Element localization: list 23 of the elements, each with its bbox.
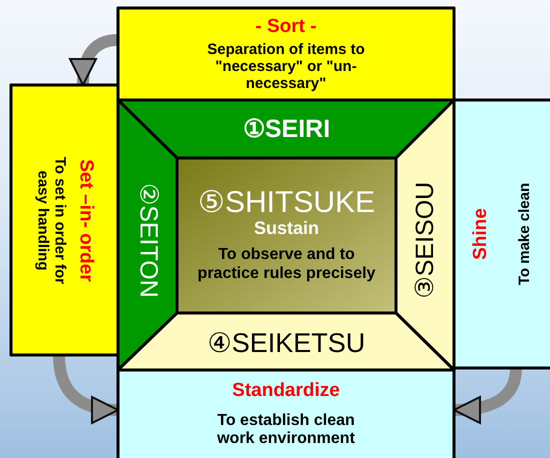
heading: Shine [470, 208, 492, 260]
shitsuke-box [177, 158, 396, 313]
curved-arrow [53, 354, 119, 423]
description: To make clean [516, 182, 534, 286]
standardize-box [118, 370, 454, 458]
heading: ③SEISOU [410, 182, 440, 298]
description: Separation of items to "necessary" or "un-necessary" [206, 40, 366, 92]
shine-box [454, 100, 550, 368]
description: To set in order for easy handling [33, 155, 68, 286]
sort-box [118, 8, 454, 100]
heading: ④SEIKETSU [208, 328, 366, 360]
heading: ②SEITON [133, 182, 162, 298]
seiketsu-trapezoid [118, 313, 454, 370]
heading: Set –in- order [74, 158, 96, 282]
curved-arrow [70, 34, 118, 86]
description: To observe and to practice rules precisely [196, 246, 376, 284]
set-in-order-box [11, 85, 118, 355]
description: Sustain [254, 218, 319, 238]
description: To establish clean work environment [216, 412, 356, 448]
heading: - Sort - [255, 16, 317, 38]
heading: ①SEIRI [242, 114, 330, 144]
heading: Standardize [232, 380, 340, 402]
heading: ⑤SHITSUKE [198, 188, 376, 218]
